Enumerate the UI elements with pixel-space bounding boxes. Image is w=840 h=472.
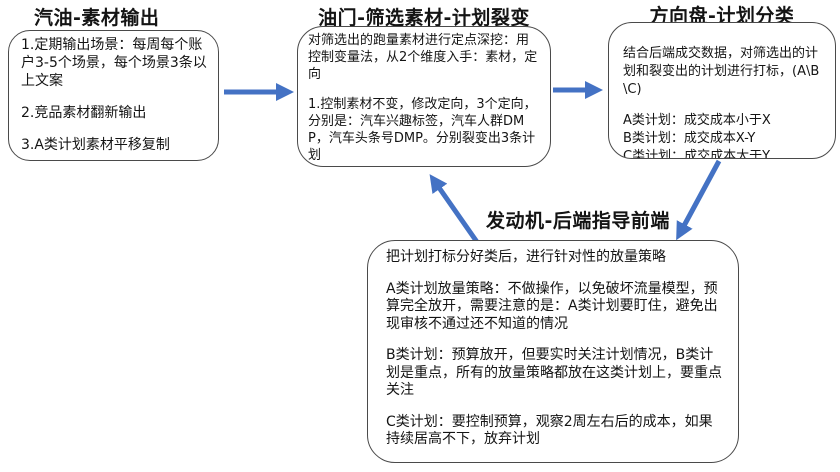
node-steering-wheel-plan-classification: 结合后端成交数据，对筛选出的计划和裂变出的计划进行打标，(A\B\C) A类计划… (608, 22, 836, 159)
node-paragraph: B类计划：成交成本X-Y (623, 131, 756, 146)
arrow-steering-to-engine (676, 159, 722, 241)
node-title-fuel-material-output: 汽油-素材输出 (34, 7, 160, 29)
arrow-engine-to-throttle (429, 174, 480, 244)
node-paragraph: C类计划：成交成本大于Y (623, 149, 771, 159)
node-paragraph: 对筛选出的跑量素材进行定点深挖：用控制变量法，从2个维度入手：素材，定向 (308, 33, 538, 82)
node-paragraph: 1.控制素材不变，修改定向，3个定向，分别是：汽车兴趣标签，汽车人群DMP，汽车… (308, 97, 537, 163)
node-title-steering-plan-classification: 方向盘-计划分类 (649, 5, 795, 27)
node-paragraph: C类计划：要控制预算，观察2周左右后的成本，如果持续居高不下，放弃计划 (386, 413, 713, 448)
node-throttle-filter-material-plan-fission: 对筛选出的跑量素材进行定点深挖：用控制变量法，从2个维度入手：素材，定向 1.控… (297, 26, 551, 167)
node-paragraph: B类计划：预算放开，但要实时关注计划情况，B类计划是重点，所有的放量策略都放在这… (386, 347, 722, 398)
node-paragraph: 3.A类计划素材平移复制 (21, 137, 170, 153)
node-title-engine-backend-guides-frontend: 发动机-后端指导前端 (486, 210, 670, 232)
node-title-throttle-plan-fission: 油门-筛选素材-计划裂变 (318, 7, 530, 29)
node-fuel-material-output: 1.定期输出场景：每周每个账户3-5个场景，每个场景3条以上文案 2.竞品素材翻… (8, 30, 219, 161)
node-paragraph: 结合后端成交数据，对筛选出的计划和裂变出的计划进行打标，(A\B\C) (623, 46, 820, 97)
node-paragraph: 2.竞品素材翻新输出 (21, 105, 147, 121)
node-engine-backend-guides-frontend: 把计划打标分好类后，进行针对性的放量策略 A类计划放量策略：不做操作，以免破坏流… (367, 240, 739, 463)
node-paragraph: 把计划打标分好类后，进行针对性的放量策略 (386, 249, 666, 265)
node-paragraph: A类计划：成交成本小于X (623, 113, 771, 128)
node-paragraph: A类计划放量策略：不做操作，以免破坏流量模型，预算完全放开，需要注意的是：A类计… (386, 280, 718, 332)
node-paragraph: 1.定期输出场景：每周每个账户3-5个场景，每个场景3条以上文案 (21, 37, 207, 89)
